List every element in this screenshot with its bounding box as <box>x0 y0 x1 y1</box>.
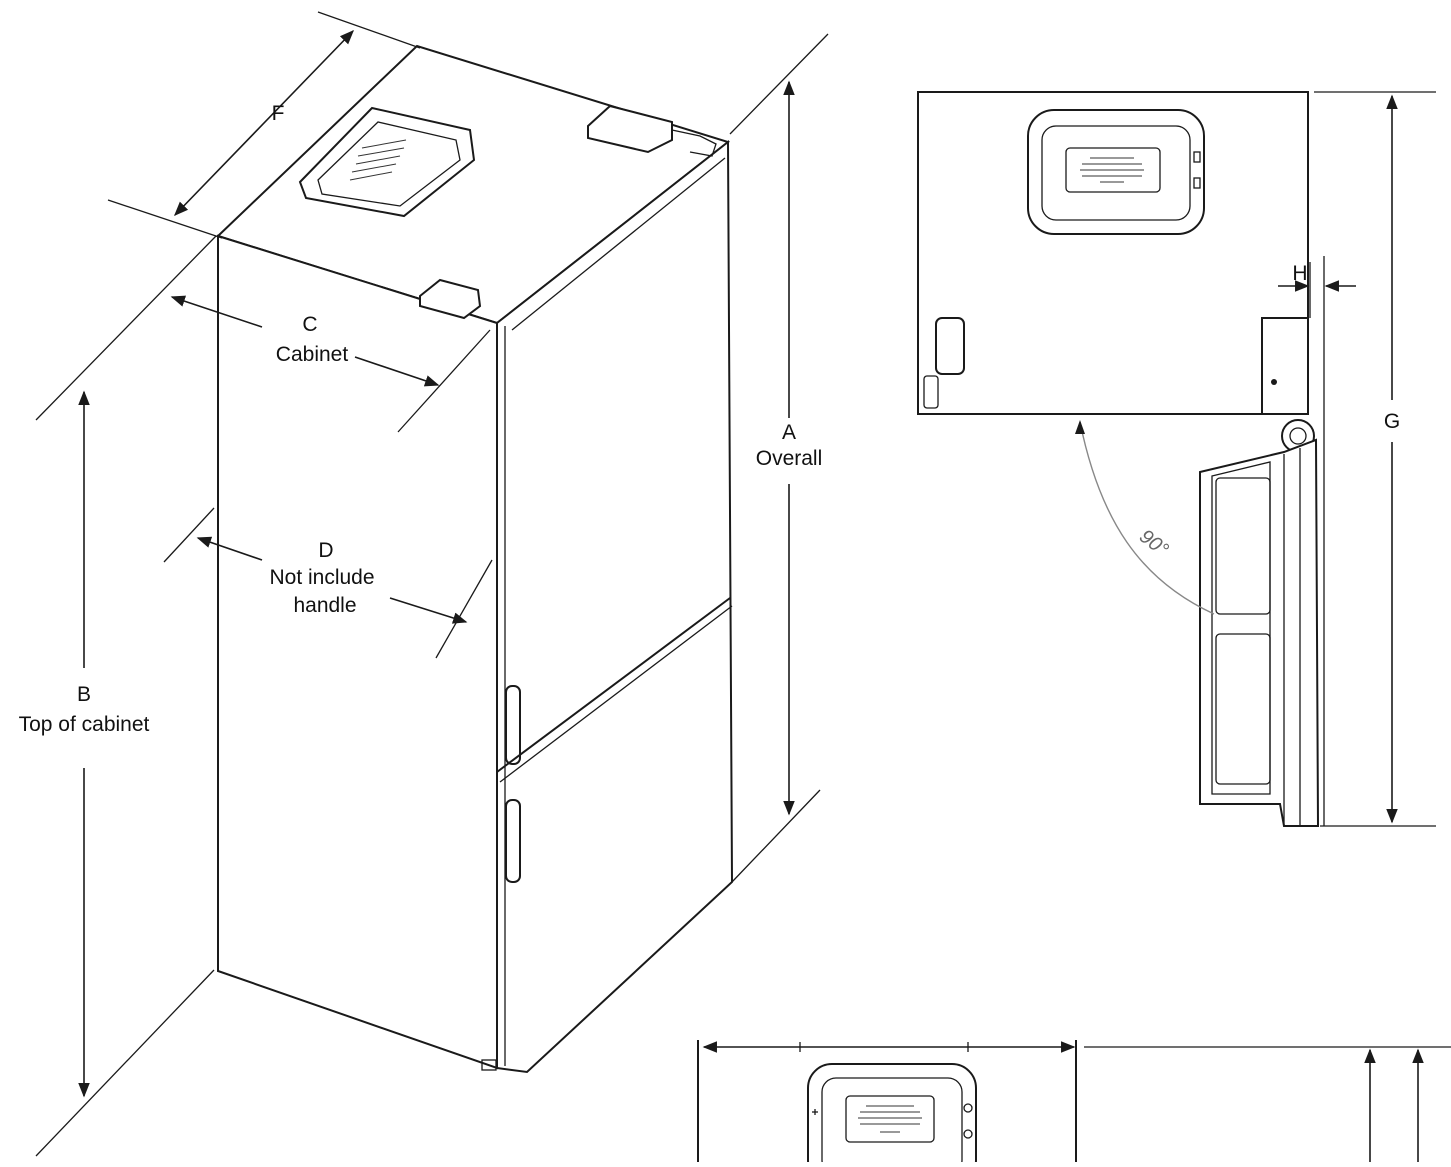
fridge-top-view-door-open: 90° G H <box>917 91 1436 827</box>
lower-door-handle <box>505 799 521 883</box>
partial-view-vent <box>807 1063 977 1167</box>
label-angle: 90° <box>1135 525 1172 561</box>
fridge-side-face <box>217 234 498 1070</box>
label-b-top-of-cabinet: Top of cabinet <box>19 713 150 736</box>
fridge-isometric-view: F C Cabinet D Not include handle A Overa… <box>19 11 829 1157</box>
label-d: D <box>318 539 333 562</box>
label-b: B <box>77 683 91 706</box>
dimension-c-line-right <box>354 356 440 387</box>
top-view-cabinet <box>917 91 1309 415</box>
label-a: A <box>782 421 796 444</box>
upper-door-handle <box>505 685 521 765</box>
top-view-vent <box>1027 109 1205 235</box>
fridge-top-view-partial <box>697 1040 1451 1167</box>
label-g: G <box>1384 410 1400 433</box>
top-hinge-bracket <box>587 104 673 154</box>
rear-bracket <box>419 278 482 320</box>
dimension-d-line-left <box>196 536 263 561</box>
label-f: F <box>272 102 285 125</box>
label-c-cabinet: Cabinet <box>276 343 349 366</box>
dimension-c-line-left <box>170 295 263 328</box>
top-view-open-door <box>1199 438 1320 827</box>
label-c: C <box>302 313 317 336</box>
label-a-overall: Overall <box>756 447 823 470</box>
door-swing-arc <box>1079 421 1215 615</box>
label-d-handle: handle <box>293 594 356 617</box>
dimension-d-line-right <box>389 597 468 624</box>
label-d-not-include: Not include <box>269 566 374 589</box>
fridge-front-face <box>496 139 734 1074</box>
label-h: H <box>1292 262 1307 285</box>
door-split-line <box>496 597 731 773</box>
dimension-f-line <box>173 29 355 217</box>
